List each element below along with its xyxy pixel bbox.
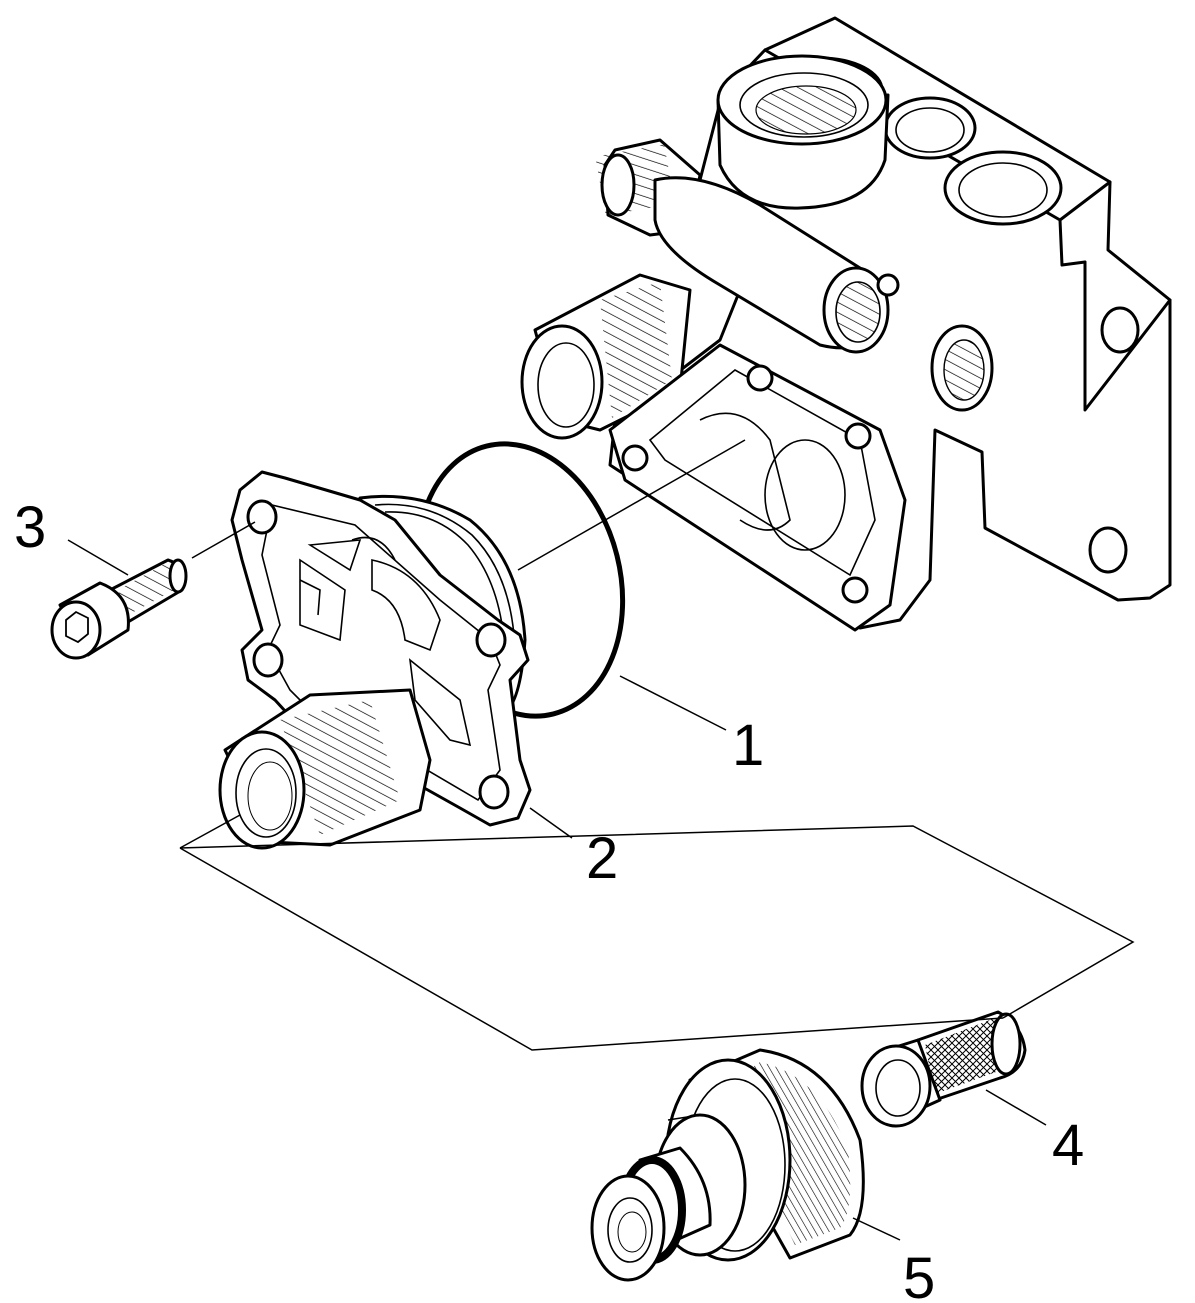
callout-4: 4 — [1052, 1113, 1084, 1178]
socket-head-screw — [50, 558, 188, 660]
leader-lines — [67, 439, 1047, 1241]
callout-5: 5 — [903, 1246, 935, 1303]
callout-3: 3 — [14, 495, 46, 560]
hose-connector — [590, 1048, 865, 1282]
kit-bracket — [179, 814, 1135, 1051]
callout-2: 2 — [586, 826, 618, 891]
flange-cover — [218, 470, 532, 850]
pump-head — [520, 16, 1172, 632]
inlet-filter — [860, 1010, 1027, 1128]
callout-1: 1 — [732, 713, 764, 778]
